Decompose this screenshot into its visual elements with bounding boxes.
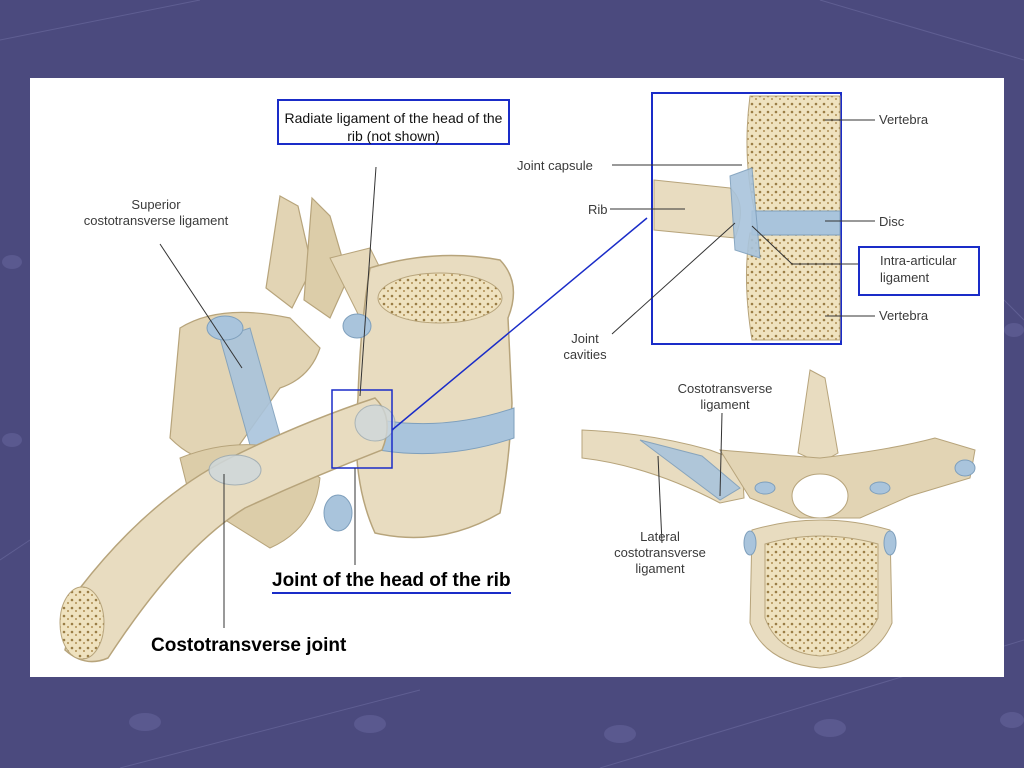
leader-lines [159, 119, 875, 628]
vertebra-bottom-label: Vertebra [879, 308, 929, 323]
rib-label: Rib [588, 202, 608, 217]
costotransverse-joint-caption: Costotransverse joint [151, 635, 347, 656]
joint-head-of-rib-caption: Joint of the head of the rib [272, 570, 511, 594]
costotransverse-ligament-label: Costotransverse ligament [677, 381, 773, 412]
lateral-costotransverse-ligament-label: Lateral costotransverse ligament [614, 529, 706, 576]
joint-capsule-label: Joint capsule [517, 158, 593, 173]
vertebra-top-label: Vertebra [879, 112, 929, 127]
superior-vertebra-illustration [581, 369, 976, 669]
anatomy-illustration [59, 92, 976, 669]
intra-articular-ligament-label: Intra-articular ligament [858, 246, 980, 296]
radiate-ligament-label: Radiate ligament of the head of the rib … [277, 99, 510, 145]
joint-detail-inset [651, 92, 842, 345]
disc-label: Disc [879, 214, 905, 229]
lateral-vertebra-illustration [59, 195, 515, 663]
superior-costotransverse-ligament-label: Superior costotransverse ligament [83, 197, 229, 228]
diagram-panel: Radiate ligament of the head of the rib … [30, 78, 1004, 677]
joint-cavities-label: Joint cavities [563, 331, 607, 362]
